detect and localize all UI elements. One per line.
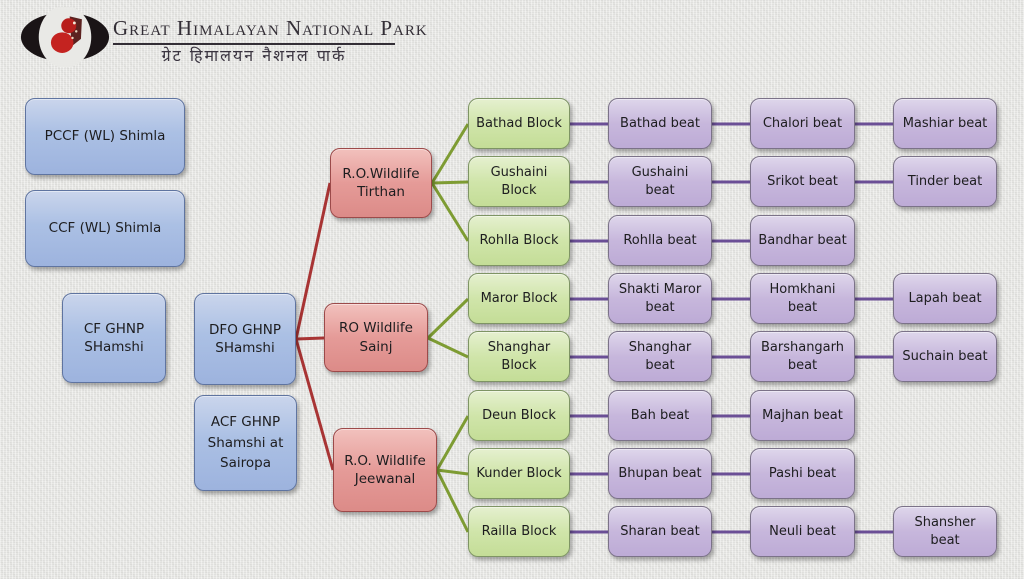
node-block-gushaini: Gushaini Block	[468, 156, 570, 207]
node-beat-srikot: Srikot beat	[750, 156, 855, 207]
bird-head	[61, 18, 77, 34]
node-beat-bah: Bah beat	[608, 390, 712, 441]
node-beat-homkhani: Homkhani beat	[750, 273, 855, 324]
node-beat-majhan: Majhan beat	[750, 390, 855, 441]
node-pccf-shimla: PCCF (WL) Shimla	[25, 98, 185, 175]
park-title-english: Great Himalayan National Park	[113, 16, 427, 45]
node-beat-shakti-maror: Shakti Maror beat	[608, 273, 712, 324]
node-beat-gushaini: Gushaini beat	[608, 156, 712, 207]
node-beat-sharan: Sharan beat	[608, 506, 712, 557]
node-beat-barshangarh: Barshangarh beat	[750, 331, 855, 382]
node-range-jeewanal: R.O. Wildlife Jeewanal	[333, 428, 437, 512]
node-range-sainj: RO Wildlife Sainj	[324, 303, 428, 372]
node-beat-rohlla: Rohlla beat	[608, 215, 712, 266]
node-ccf-shimla: CCF (WL) Shimla	[25, 190, 185, 267]
node-block-shanghar: Shanghar Block	[468, 331, 570, 382]
node-beat-tinder: Tinder beat	[893, 156, 997, 207]
page-header: Great Himalayan National Park ग्रेट हिमा…	[0, 0, 1024, 70]
node-beat-bhupan: Bhupan beat	[608, 448, 712, 499]
node-beat-mashiar: Mashiar beat	[893, 98, 997, 149]
node-range-tirthan: R.O.Wildlife Tirthan	[330, 148, 432, 218]
bird-body	[50, 32, 74, 53]
node-block-deun: Deun Block	[468, 390, 570, 441]
block-connectors	[426, 123, 470, 533]
beat-connectors	[570, 122, 893, 534]
node-beat-shanghar: Shanghar beat	[608, 331, 712, 382]
node-block-bathad: Bathad Block	[468, 98, 570, 149]
node-beat-lapah: Lapah beat	[893, 273, 997, 324]
node-beat-bathad: Bathad beat	[608, 98, 712, 149]
node-block-railla: Railla Block	[468, 506, 570, 557]
node-beat-shansher: Shansher beat	[893, 506, 997, 557]
range-connectors	[294, 182, 335, 471]
node-beat-chalori: Chalori beat	[750, 98, 855, 149]
tragopan-eye-logo-icon	[20, 7, 110, 67]
node-acf-ghnp: ACF GHNP Shamshi at Sairopa	[194, 395, 297, 491]
node-beat-suchain: Suchain beat	[893, 331, 997, 382]
node-beat-bandhar: Bandhar beat	[750, 215, 855, 266]
node-beat-neuli: Neuli beat	[750, 506, 855, 557]
node-beat-pashi: Pashi beat	[750, 448, 855, 499]
node-cf-ghnp: CF GHNP SHamshi	[62, 293, 166, 383]
park-title-hindi: ग्रेट हिमालयन नैशनल पार्क	[161, 46, 347, 65]
node-block-rohlla: Rohlla Block	[468, 215, 570, 266]
node-block-kunder: Kunder Block	[468, 448, 570, 499]
node-dfo-ghnp: DFO GHNP SHamshi	[194, 293, 296, 385]
node-block-maror: Maror Block	[468, 273, 570, 324]
